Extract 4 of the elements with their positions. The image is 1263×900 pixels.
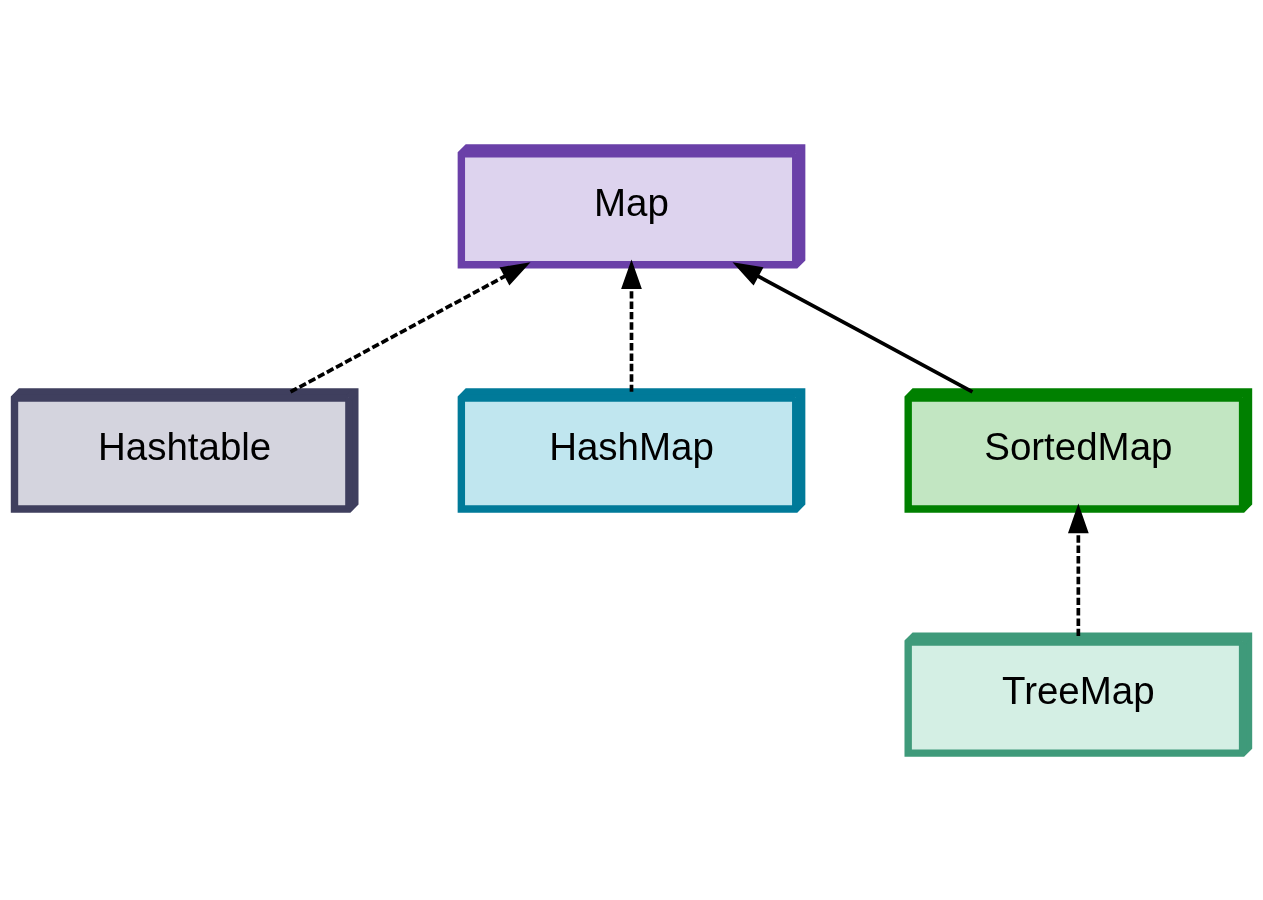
- arrow: [621, 258, 642, 392]
- arrow: [1067, 503, 1089, 636]
- arrow: [732, 261, 974, 393]
- arrow: [289, 261, 531, 393]
